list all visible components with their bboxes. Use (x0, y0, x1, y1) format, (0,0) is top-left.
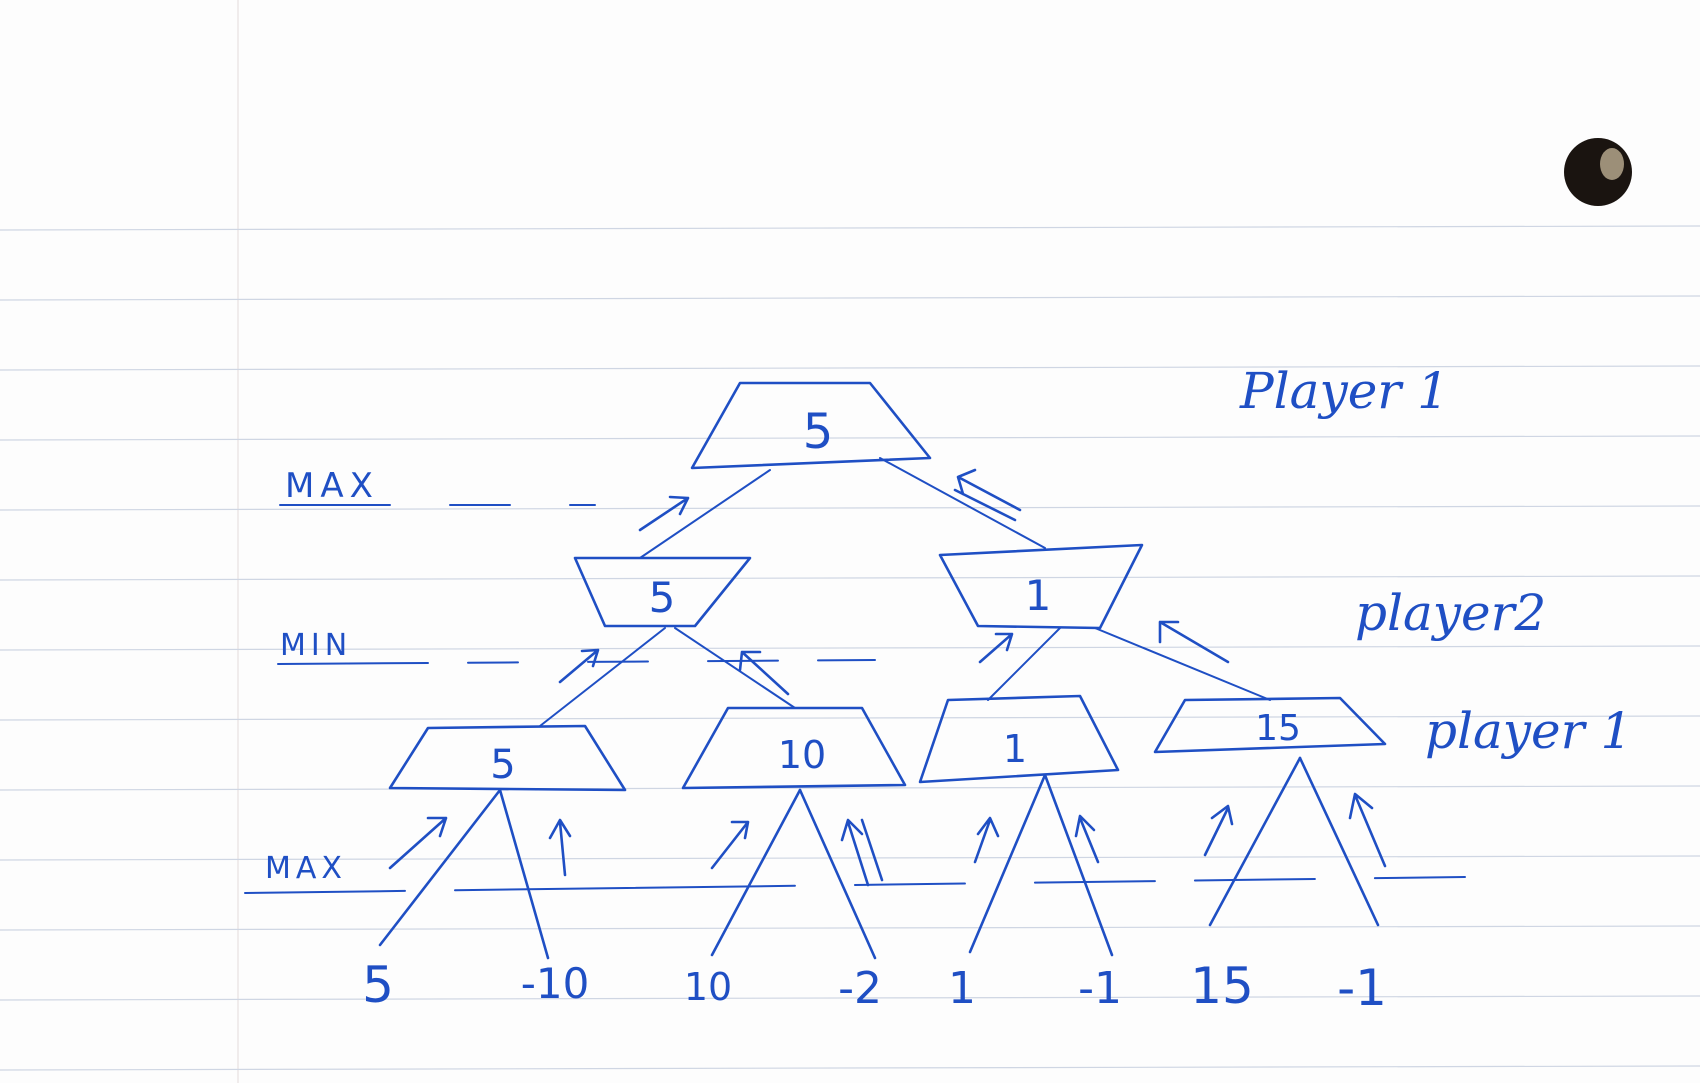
arrow-up-icon (1158, 620, 1230, 664)
min-right-value: 1 (1025, 571, 1052, 620)
leaf-values: 5 -10 10 -2 1 -1 15 -1 (362, 956, 1387, 1017)
arrow-up-icon (548, 818, 572, 877)
tree-edges (378, 457, 1380, 960)
arrow-up-icon (840, 818, 884, 887)
arrow-up-icon (558, 648, 600, 684)
arrow-up-icon (738, 650, 790, 696)
arrow-up-icon (1348, 792, 1387, 868)
max-node-1: 5 (388, 724, 627, 792)
root-value: 5 (803, 404, 834, 460)
leaf-value-3: 10 (684, 965, 732, 1009)
player-label-middle: player2 (1355, 584, 1546, 642)
min-node-left: 5 (573, 556, 752, 628)
player-label-bottom: player 1 (1425, 702, 1632, 760)
leaf-value-1: 5 (362, 956, 394, 1014)
level-text-max-bottom: MAX (265, 851, 347, 886)
leaf-value-8: -1 (1337, 959, 1387, 1017)
arrow-up-icon (388, 816, 448, 870)
arrow-up-icon (1074, 814, 1100, 864)
max-node-3: 1 (918, 694, 1120, 784)
max-node-3-value: 1 (1003, 727, 1027, 771)
hole-punch-highlight (1600, 148, 1624, 180)
leaf-value-4: -2 (838, 963, 882, 1014)
arrow-up-icon (978, 632, 1014, 664)
arrow-up-icon (1203, 804, 1234, 857)
level-label-max-bottom: MAX (244, 851, 1466, 894)
max-node-2: 10 (681, 706, 907, 790)
leaf-value-7: 15 (1190, 957, 1254, 1015)
arrow-up-icon (638, 495, 690, 532)
player-label-top: Player 1 (1239, 362, 1449, 420)
level-label-max-top: MAX (279, 466, 596, 506)
arrow-up-icon (973, 816, 1000, 864)
min-left-value: 5 (649, 573, 676, 622)
level-text-min: MIN (280, 628, 352, 663)
level-text-max-top: MAX (285, 466, 379, 506)
level-label-min: MIN (277, 628, 876, 665)
propagation-arrows (388, 468, 1387, 887)
leaf-value-5: 1 (948, 963, 976, 1014)
max-node-4-value: 15 (1255, 708, 1301, 749)
max-node-2-value: 10 (778, 733, 826, 777)
max-node-4: 15 (1153, 696, 1387, 754)
min-node-right: 1 (938, 543, 1144, 630)
arrow-up-icon (710, 820, 750, 870)
leaf-value-6: -1 (1078, 963, 1122, 1014)
root-node: 5 (690, 381, 932, 470)
arrow-up-icon (953, 468, 1022, 522)
leaf-value-2: -10 (521, 959, 590, 1008)
max-node-1-value: 5 (490, 742, 515, 788)
